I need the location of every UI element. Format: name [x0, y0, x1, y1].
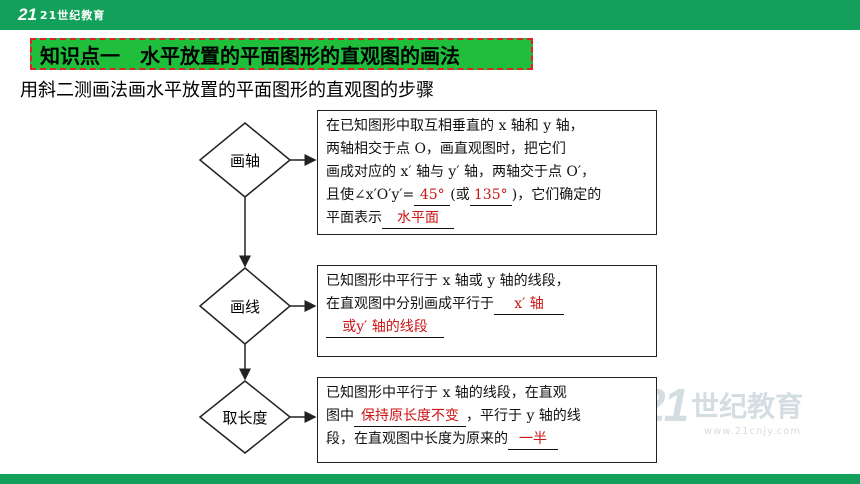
step3-label: 取长度 — [222, 409, 268, 427]
answer-half: 一半 — [508, 429, 558, 450]
step3-line2-pre: 图中 — [326, 408, 354, 424]
logo-text: 21世纪教育 — [39, 9, 106, 22]
step2-line2-pre: 在直观图中分别画成平行于 — [326, 296, 494, 312]
logo-mark: 21 — [18, 5, 37, 24]
step1-description: 在已知图形中取互相垂直的 x 轴和 y 轴， 两轴相交于点 O，画直观图时，把它… — [317, 110, 657, 235]
answer-angle-alt: 135° — [469, 185, 512, 206]
step2-label: 画线 — [229, 298, 260, 316]
step1-line5-pre: 平面表示 — [326, 210, 382, 226]
subtitle: 用斜二测画法画水平放置的平面图形的直观图的步骤 — [20, 80, 434, 101]
section-title: 知识点一 水平放置的平面图形的直观图的画法 — [30, 38, 533, 70]
step3-line2: 图中保持原长度不变，平行于 y 轴的线 — [326, 405, 648, 428]
step1-line4-pre: 且使∠x′O′y′= — [326, 187, 415, 203]
bottom-bar — [0, 474, 860, 484]
step1-line4-post: )，它们确定的 — [511, 187, 602, 203]
site-logo: 21 21世纪教育 — [18, 4, 105, 26]
step1-line3: 画成对应的 x′ 轴与 y′ 轴，两轴交于点 O′， — [326, 164, 596, 180]
answer-keep-length: 保持原长度不变 — [354, 406, 466, 427]
answer-axis-a: x′ 轴 — [494, 294, 564, 315]
step1-line5: 平面表示水平面 — [326, 207, 648, 230]
step3-line1: 已知图形中平行于 x 轴的线段，在直观 — [326, 385, 567, 401]
step3-line2-post: ，平行于 y 轴的线 — [466, 408, 581, 424]
answer-plane: 水平面 — [382, 208, 454, 229]
step1-line1: 在已知图形中取互相垂直的 x 轴和 y 轴， — [326, 118, 584, 134]
step1-line2: 两轴相交于点 O，画直观图时，把它们 — [326, 141, 566, 157]
step1-line4-mid: (或 — [450, 187, 470, 203]
step3-line3: 段，在直观图中长度为原来的一半 — [326, 428, 648, 451]
step3-line3-pre: 段，在直观图中长度为原来的 — [326, 431, 508, 447]
answer-axis-b: 或y′ 轴的线段 — [326, 317, 444, 338]
step3-diamond — [198, 380, 292, 454]
answer-angle: 45° — [414, 185, 451, 206]
top-bar — [0, 0, 860, 30]
watermark-url: www.21cnjy.com — [704, 426, 802, 437]
watermark-text: 世纪教育 — [691, 390, 804, 423]
step1-label: 画轴 — [229, 152, 260, 170]
step2-line1: 已知图形中平行于 x 轴或 y 轴的线段， — [326, 273, 570, 289]
step2-line3: 或y′ 轴的线段 — [326, 316, 648, 339]
step3-description: 已知图形中平行于 x 轴的线段，在直观 图中保持原长度不变，平行于 y 轴的线 … — [317, 377, 657, 463]
